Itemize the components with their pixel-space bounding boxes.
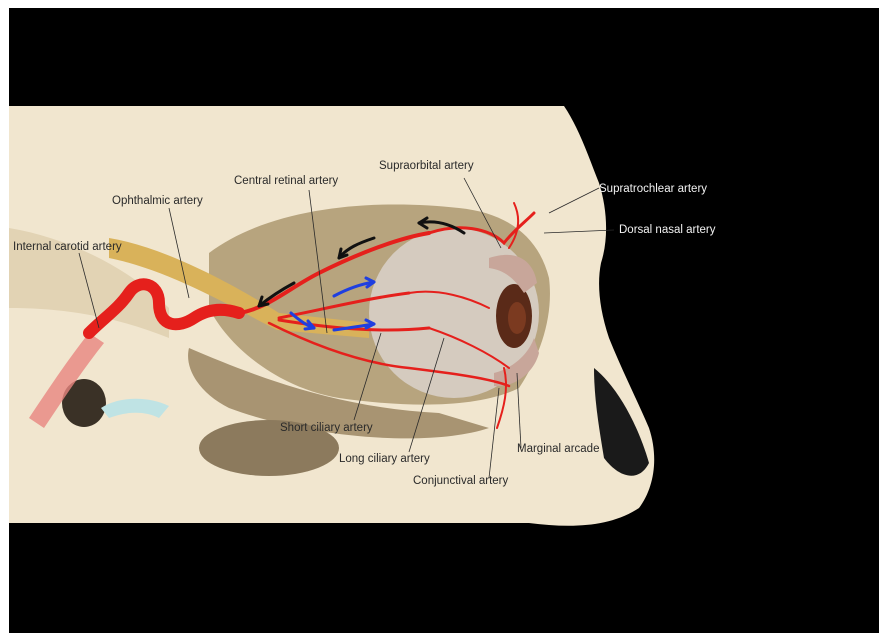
label-long-ciliary-artery: Long ciliary artery — [339, 452, 430, 466]
label-marginal-arcade: Marginal arcade — [517, 442, 599, 456]
label-supratrochlear-artery: Supratrochlear artery — [599, 182, 707, 196]
iris — [508, 302, 526, 334]
label-short-ciliary-artery: Short ciliary artery — [280, 421, 373, 435]
video-frame: Central retinal artery Supraorbital arte… — [9, 8, 879, 633]
label-central-retinal-artery: Central retinal artery — [234, 174, 338, 188]
label-supraorbital-artery: Supraorbital artery — [379, 159, 474, 173]
anatomy-illustration — [9, 8, 879, 633]
label-dorsal-nasal-artery: Dorsal nasal artery — [619, 223, 716, 237]
label-conjunctival-artery: Conjunctival artery — [413, 474, 508, 488]
label-ophthalmic-artery: Ophthalmic artery — [112, 194, 203, 208]
label-internal-carotid-artery: Internal carotid artery — [13, 240, 122, 254]
